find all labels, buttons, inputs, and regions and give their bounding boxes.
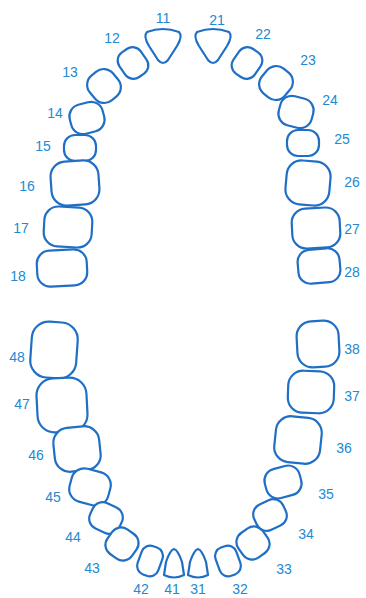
tooth-outline (250, 496, 291, 535)
tooth-outline (287, 130, 319, 156)
tooth-outline (36, 249, 88, 288)
callout-number: 22 (255, 27, 271, 41)
callout-number: 27 (344, 222, 360, 236)
callout-number: 34 (298, 527, 314, 541)
tooth-outline (297, 247, 342, 285)
tooth-outline (52, 425, 102, 474)
callout-number: 46 (28, 448, 44, 462)
callout-number: 26 (344, 175, 360, 189)
callout-number: 28 (344, 265, 360, 279)
callout-number: 24 (322, 93, 338, 107)
tooth-outline (291, 207, 341, 249)
tooth-outline (101, 523, 143, 565)
tooth-outline (67, 99, 108, 137)
callout-number: 23 (300, 53, 316, 67)
callout-number: 48 (9, 350, 25, 364)
tooth-outline (164, 549, 184, 578)
callout-number: 36 (336, 441, 352, 455)
tooth-outline (145, 29, 180, 63)
tooth-outline (188, 549, 208, 578)
callout-number: 18 (10, 269, 26, 283)
tooth-outline (29, 320, 79, 379)
callout-number: 41 (164, 582, 180, 596)
tooth-outline (50, 159, 101, 206)
tooth-outline (135, 543, 166, 579)
callout-number: 47 (14, 397, 30, 411)
tooth-outline (276, 93, 317, 131)
callout-number: 15 (35, 139, 51, 153)
callout-number: 17 (13, 221, 29, 235)
tooth-outline (36, 377, 89, 434)
tooth-outline (287, 370, 334, 414)
tooth-outline (296, 320, 340, 368)
callout-number: 35 (318, 487, 334, 501)
callout-number: 11 (156, 11, 171, 25)
callout-number: 37 (344, 389, 360, 403)
tooth-outline (262, 463, 305, 501)
tooth-outline (273, 415, 324, 466)
callout-number: 25 (334, 132, 350, 146)
tooth-outline (284, 159, 332, 207)
callout-number: 32 (232, 582, 248, 596)
callout-number: 21 (209, 13, 225, 27)
callout-number: 12 (104, 31, 120, 45)
callout-number: 14 (47, 106, 63, 120)
callout-number: 42 (133, 582, 149, 596)
callout-number: 33 (276, 562, 292, 576)
tooth-outline (195, 29, 230, 63)
callout-number: 38 (344, 342, 360, 356)
tooth-outline (114, 43, 153, 82)
callout-number: 13 (62, 65, 78, 79)
callout-number: 44 (65, 530, 81, 544)
callout-number: 31 (190, 582, 206, 596)
callout-number: 43 (84, 561, 100, 575)
tooth-outline (64, 135, 96, 161)
callout-number: 16 (19, 179, 35, 193)
tooth-outline (43, 206, 93, 248)
callout-number: 45 (45, 490, 61, 504)
